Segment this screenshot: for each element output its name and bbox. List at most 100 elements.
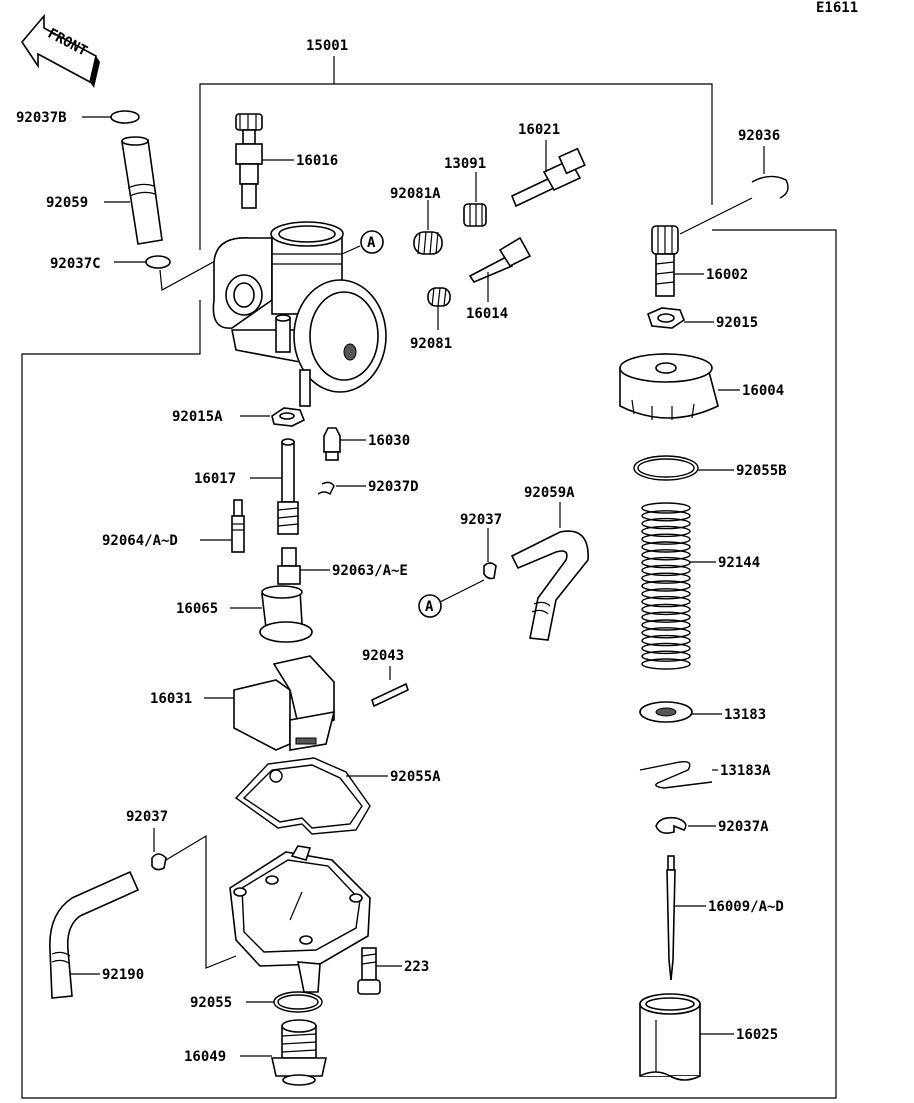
part-92063-main-jet	[277, 547, 330, 585]
label-92015: 92015	[716, 315, 758, 331]
part-16014-needle	[468, 236, 532, 302]
svg-text:A: A	[425, 599, 434, 615]
label-92144: 92144	[718, 555, 760, 571]
part-92081-spring	[427, 287, 451, 330]
part-92055B-oring	[633, 455, 734, 481]
label-16009: 16009/A~D	[708, 899, 784, 915]
part-16009-jet-needle	[666, 855, 706, 981]
label-13183A: 13183A	[720, 763, 771, 779]
label-16049: 16049	[184, 1049, 226, 1065]
part-92015A-nut	[240, 407, 306, 427]
part-92055-oring	[246, 991, 323, 1013]
part-13183-seat	[639, 701, 722, 723]
label-92059: 92059	[46, 195, 88, 211]
label-92037-lower: 92037	[126, 809, 168, 825]
part-16002-adjuster	[651, 225, 704, 297]
label-92055B: 92055B	[736, 463, 787, 479]
part-16030-float-needle	[323, 427, 366, 461]
part-92015-nut	[647, 307, 714, 329]
label-16004: 16004	[742, 383, 784, 399]
label-92055A: 92055A	[390, 769, 441, 785]
spring-coil	[641, 533, 691, 545]
spring-coil	[641, 564, 691, 577]
spring-coil	[641, 634, 691, 647]
label-16017: 16017	[194, 471, 236, 487]
spring-coil	[641, 549, 691, 561]
label-13091: 13091	[444, 156, 486, 172]
label-13183: 13183	[724, 707, 766, 723]
label-92055: 92055	[190, 995, 232, 1011]
label-16030: 16030	[368, 433, 410, 449]
spring-coil	[641, 611, 691, 623]
spring-coil	[641, 658, 691, 670]
spring-coil	[641, 502, 691, 514]
label-15001: 15001	[306, 38, 348, 54]
part-13091-nut	[463, 172, 487, 227]
label-92036: 92036	[738, 128, 780, 144]
part-92059-hose	[104, 136, 163, 245]
spring-coil	[641, 517, 691, 530]
label-92081A: 92081A	[390, 186, 441, 202]
part-92064-pilot-jet	[200, 499, 245, 553]
label-16021: 16021	[518, 122, 560, 138]
label-92037C: 92037C	[50, 256, 101, 272]
part-16065-holder	[230, 585, 313, 643]
label-223: 223	[404, 959, 429, 975]
spring-coil	[641, 572, 691, 584]
spring-coil	[641, 510, 691, 522]
part-92036-clip	[679, 146, 789, 235]
spring-coil	[641, 650, 691, 662]
spring-coil	[641, 588, 691, 600]
spring-coil	[641, 595, 691, 608]
diagram-code: E1611	[816, 0, 858, 16]
part-16017-needle-jet	[250, 438, 299, 535]
svg-text:A: A	[367, 235, 376, 251]
part-carburetor-body	[212, 221, 387, 407]
part-16025-throttle-valve	[639, 993, 734, 1081]
assembly-frame	[21, 56, 837, 1099]
part-92037A-clip	[655, 816, 716, 834]
label-16002: 16002	[706, 267, 748, 283]
label-92190: 92190	[102, 967, 144, 983]
part-223-screw	[357, 947, 402, 995]
part-92037-clamp-lower	[151, 828, 237, 969]
part-92037-clamp-upper	[439, 528, 497, 603]
label-92037-upper: 92037	[460, 512, 502, 528]
spring-coil	[641, 619, 691, 631]
label-92015A: 92015A	[172, 409, 223, 425]
spring-coil	[641, 603, 691, 616]
part-92190-hose	[49, 870, 140, 999]
part-92043-pin	[371, 666, 409, 708]
part-92055A-gasket	[234, 757, 388, 835]
label-16014: 16014	[466, 306, 508, 322]
label-92037B: 92037B	[16, 110, 67, 126]
spring-coil	[641, 627, 691, 639]
part-92144-spring	[641, 502, 691, 670]
spring-coil	[641, 580, 691, 592]
part-92037B-clamp	[82, 110, 140, 124]
part-92059A-hose	[510, 502, 589, 641]
label-92037D: 92037D	[368, 479, 419, 495]
spring-coil	[641, 541, 691, 553]
part-92037C-clamp	[114, 253, 229, 291]
front-arrow-icon: FRONT	[21, 13, 100, 88]
part-16004-cap	[619, 353, 740, 420]
label-92037A: 92037A	[718, 819, 769, 835]
label-16016: 16016	[296, 153, 338, 169]
label-92043: 92043	[362, 648, 404, 664]
part-92037D-clip	[317, 481, 366, 496]
part-92081A-spring	[413, 200, 443, 255]
spring-coil	[641, 642, 691, 655]
spring-coil	[641, 525, 691, 538]
part-16016-screw	[235, 113, 294, 209]
part-16021-screw	[510, 140, 586, 208]
label-16025: 16025	[736, 1027, 778, 1043]
part-16031-float	[204, 655, 336, 751]
part-13183A-clip	[639, 760, 718, 789]
part-float-chamber	[229, 845, 371, 993]
label-16031: 16031	[150, 691, 192, 707]
label-16065: 16065	[176, 601, 218, 617]
label-92064: 92064/A~D	[102, 533, 178, 549]
label-92059A: 92059A	[524, 485, 575, 501]
